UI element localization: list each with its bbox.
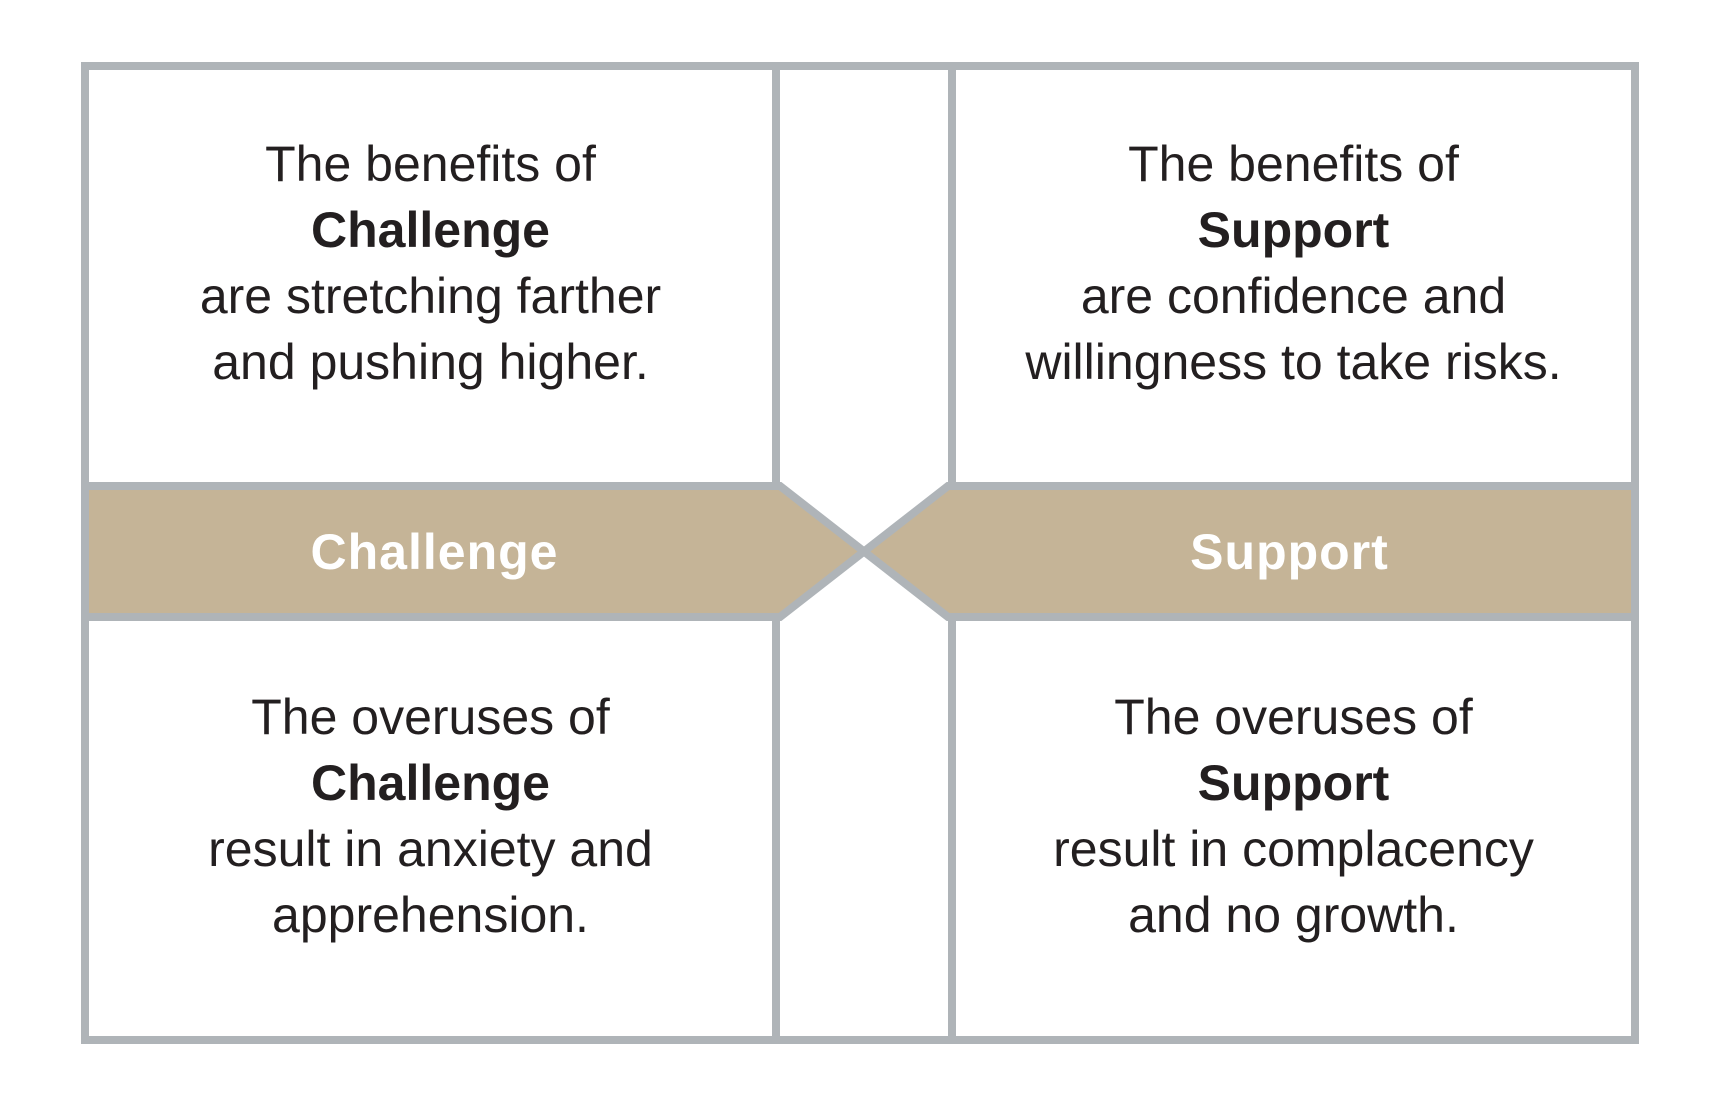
cell-top-right	[956, 70, 1631, 482]
quadrant-text-line: result in anxiety and	[208, 820, 653, 877]
quadrant-keyword: Support	[1197, 202, 1390, 258]
challenge-band-label: Challenge	[310, 523, 559, 580]
challenge-band-shape	[81, 482, 871, 621]
matrix-grid-graphic	[81, 62, 1639, 1044]
quadrant-text-line: and no growth.	[1128, 886, 1459, 943]
quadrant-bottom-right: The overuses of Support result in compla…	[956, 621, 1631, 1036]
quadrant-text-line: result in complacency	[1053, 820, 1534, 877]
quadrant-text-line: are stretching farther	[199, 268, 662, 324]
quadrant-text-line: apprehension.	[272, 886, 589, 943]
quadrant-top-right: The benefits of Support are confidence a…	[956, 70, 1631, 482]
cell-bottom-left	[89, 621, 772, 1036]
quadrant-top-left: The benefits of Challenge are stretching…	[89, 70, 772, 482]
quadrant-keyword: Challenge	[311, 202, 550, 258]
cell-bottom-right	[956, 621, 1631, 1036]
quadrant-text-line: The overuses of	[1114, 688, 1473, 745]
matrix-figure: The benefits of Challenge are stretching…	[81, 62, 1639, 1044]
quadrant-text-line: The overuses of	[251, 688, 610, 745]
quadrant-keyword: Challenge	[311, 754, 550, 811]
quadrant-keyword: Support	[1197, 754, 1390, 811]
quadrant-text-line: The benefits of	[265, 136, 596, 192]
quadrant-text-line: The benefits of	[1128, 136, 1459, 192]
support-band-label: Support	[1190, 523, 1389, 580]
quadrant-text-line: and pushing higher.	[212, 334, 649, 390]
quadrant-text-line: willingness to take risks.	[1025, 334, 1562, 390]
quadrant-text-line: are confidence and	[1080, 268, 1507, 324]
support-band-shape	[857, 482, 1639, 621]
quadrant-bottom-left: The overuses of Challenge result in anxi…	[89, 621, 772, 1036]
cell-top-left	[89, 70, 772, 482]
